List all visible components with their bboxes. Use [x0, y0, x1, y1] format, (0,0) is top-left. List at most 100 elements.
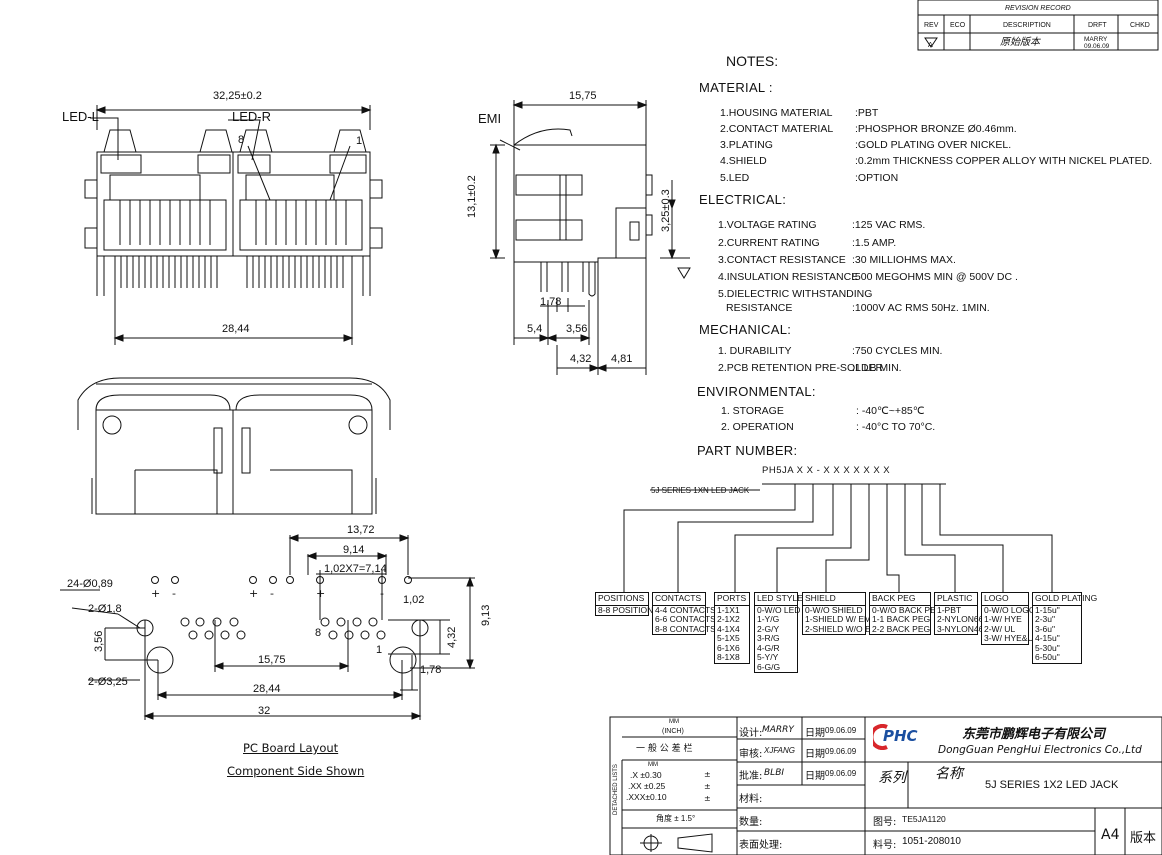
pn-box-contacts: CONTACTS 4-4 CONTACTS 6-6 CONTACTS 8-8 C…	[652, 592, 716, 635]
pn-led-style-line-3: 2-G/Y	[757, 623, 780, 634]
pn-box-ports: PORTS 1-1X1 2-1X2 4-1X4 5-1X5 6-1X6 8-1X…	[714, 592, 750, 664]
pcb-d178: 1,78	[420, 664, 442, 676]
mechanical-title: MECHANICAL:	[699, 322, 792, 337]
pcb-d2844: 28,44	[253, 683, 281, 695]
material-item-3-key: 3.PLATING	[720, 139, 773, 151]
tb-material-no: 1051-208010	[902, 836, 961, 847]
pn-ports-line-2: 2-1X2	[717, 614, 740, 624]
pn-plastic-line-3: 3-NYLON46	[937, 623, 984, 634]
rear-view	[77, 377, 391, 515]
material-item-5-value: :OPTION	[855, 172, 899, 184]
pcb-caption-side: Component Side Shown	[227, 764, 365, 778]
environmental-item-1-key: 1. STORAGE	[721, 405, 784, 417]
tb-surface-label: 表面处理:	[739, 840, 783, 851]
side-d356-dim: 3,56	[566, 323, 588, 335]
pcb-pin1: 1	[376, 644, 383, 656]
mechanical-item-1-value: :750 CYCLES MIN.	[852, 345, 943, 357]
part-number-series: 5J SERIES 1XN LED JACK	[651, 486, 750, 495]
tb-company-cn: 东莞市鹏辉电子有限公司	[962, 727, 1106, 742]
revision-drft-value: MARRY 09.06.09	[1084, 36, 1110, 50]
tb-mm: MM	[669, 719, 679, 725]
pn-contacts-head: CONTACTS	[653, 593, 705, 606]
part-number-leaders	[623, 483, 1053, 592]
pn-contacts-line-1: 4-4 CONTACTS	[655, 604, 716, 615]
environmental-title: ENVIRONMENTAL:	[697, 384, 816, 399]
pn-positions-line-1: 8-8 POSITIONS	[598, 604, 659, 615]
pn-plastic-line-1: 1-PBT	[937, 604, 962, 615]
revision-header-description: DESCRIPTION	[1003, 22, 1051, 29]
pn-plastic-line-2: 2-NYLON66	[937, 614, 984, 624]
part-number-title: PART NUMBER:	[697, 443, 798, 458]
side-emi-label: EMI	[478, 111, 502, 126]
pn-contacts-line-3: 8-8 CONTACTS	[655, 623, 716, 634]
pcb-minus-3: -	[380, 587, 384, 600]
front-pin8: 8	[238, 134, 245, 146]
pn-box-plastic: PLASTIC 1-PBT 2-NYLON66 3-NYLON46	[934, 592, 984, 635]
tb-date-value-2: 09.06.09	[825, 747, 857, 756]
pcb-d102x7: 1,02X7=7,14	[324, 563, 387, 575]
pn-shield-head: SHIELD	[803, 593, 865, 606]
front-pitch-dim: 28,44	[222, 323, 250, 335]
pcb-minus-1: -	[172, 587, 176, 600]
pcb-d356: 3,56	[93, 630, 105, 652]
pn-ports-line-6: 8-1X8	[717, 652, 740, 662]
pn-box-back-peg: BACK PEG 0-W/O BACK PEG 1-1 BACK PEG 2-2…	[869, 592, 942, 635]
electrical-title: ELECTRICAL:	[699, 192, 787, 207]
environmental-item-2-value: : -40°C TO 70°C.	[856, 421, 936, 433]
pn-back-peg-line-3: 2-2 BACK PEG	[872, 623, 931, 634]
pn-gold-plating-line-4: 4-15u"	[1035, 633, 1060, 643]
electrical-item-2-value: :1.5 AMP.	[852, 237, 897, 249]
pcb-d914: 9,14	[343, 544, 365, 556]
material-item-3-value: :GOLD PLATING OVER NICKEL.	[855, 139, 1012, 151]
front-pin1: 1	[356, 135, 363, 147]
pn-positions-head: POSITIONS	[596, 593, 648, 606]
notes-title: NOTES:	[726, 53, 779, 69]
electrical-item-1-key: 1.VOLTAGE RATING	[718, 219, 817, 231]
tb-approve-value: BLBI	[764, 768, 785, 778]
material-item-2-key: 2.CONTACT MATERIAL	[720, 123, 834, 135]
side-d325-dim: 3,25±0.3	[660, 189, 672, 232]
mechanical-item-2-value: :1 LB MIN.	[852, 362, 902, 374]
electrical-item-5-key: 5.DIELECTRIC WITHSTANDING	[718, 288, 873, 300]
tb-tol-x: .X ±0.30	[630, 770, 662, 780]
tb-design-value: MARRY	[762, 725, 794, 735]
tb-tol-xx: .XX ±0.25	[628, 781, 666, 791]
tb-material-label: 材料:	[739, 794, 763, 805]
pn-logo-head: LOGO	[982, 593, 1028, 606]
pcb-layout	[60, 534, 475, 720]
pcb-plus-1: +	[151, 587, 161, 600]
material-item-2-value: :PHOSPHOR BRONZE Ø0.46mm.	[855, 123, 1017, 135]
tb-tol-xxx: .XXX±0.10	[626, 792, 667, 802]
pn-logo-line-1: 0-W/O LOGO	[984, 604, 1036, 615]
pn-back-peg-head: BACK PEG	[870, 593, 930, 606]
material-item-5-key: 5.LED	[720, 172, 750, 184]
tb-date-label-2: 日期	[805, 749, 825, 760]
pcb-plus-3: +	[316, 587, 326, 600]
revision-description-value: 原始版本	[1000, 37, 1040, 48]
tb-pm-1: ±	[704, 770, 711, 779]
material-item-4-key: 4.SHIELD	[720, 155, 767, 167]
pn-led-style-line-1: 0-W/O LED	[757, 604, 801, 615]
mechanical-item-2-key: 2.PCB RETENTION PRE-SOLDER	[718, 362, 884, 374]
revision-header-drft: DRFT	[1088, 22, 1107, 29]
pn-box-led-style: LED STYLE 0-W/O LED 1-Y/G 2-G/Y 3-R/G 4-…	[754, 592, 803, 673]
pn-gold-plating-line-2: 2-3u"	[1035, 614, 1056, 624]
environmental-item-1-value: : -40℃~+85℃	[856, 405, 925, 417]
pn-gold-plating-line-6: 6-50u"	[1035, 652, 1060, 662]
revision-rev-value: A	[928, 41, 933, 49]
side-height-dim: 13,1±0.2	[466, 175, 478, 218]
led-right-label: LED-R	[232, 109, 272, 124]
logo-mark-icon	[873, 724, 888, 750]
revision-header-chkd: CHKD	[1130, 22, 1150, 29]
tb-design-label: 设计:	[739, 728, 763, 739]
pn-shield-line-2: 1-SHIELD W/ EMI	[805, 614, 874, 624]
pn-logo-line-2: 1-W/ HYE	[984, 614, 1022, 624]
electrical-item-3-value: :30 MILLIOHMS MAX.	[852, 254, 956, 266]
pn-gold-plating-head: GOLD PLATING	[1033, 593, 1097, 606]
electrical-item-1-value: :125 VAC RMS.	[852, 219, 926, 231]
pcb-pin8: 8	[315, 627, 322, 639]
led-left-label: LED-L	[62, 109, 99, 124]
side-d178-dim: 1,78	[540, 296, 562, 308]
pcb-d325: 2-Ø3,25	[88, 676, 128, 688]
